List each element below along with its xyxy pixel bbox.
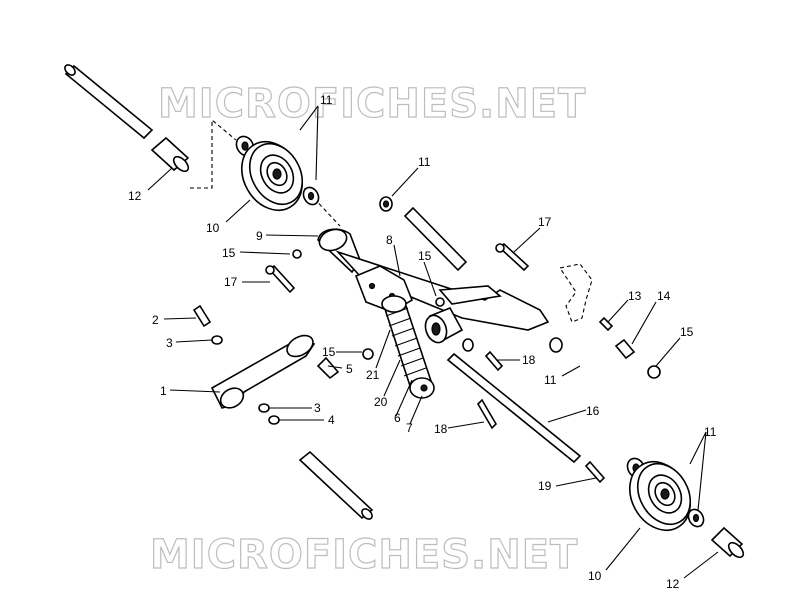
washer-3-bottom bbox=[258, 403, 270, 413]
leader-lines bbox=[147, 105, 719, 579]
callout-8: 8 bbox=[386, 233, 393, 247]
watermark-top: MICROFICHES.NET bbox=[158, 81, 586, 127]
nut-right bbox=[647, 365, 661, 379]
spacer-5 bbox=[316, 356, 340, 380]
spacer-lower bbox=[710, 526, 745, 559]
callout-18: 18 bbox=[434, 422, 448, 436]
idler-wheel-lower bbox=[629, 461, 692, 531]
callout-15: 15 bbox=[680, 325, 694, 339]
callout-9: 9 bbox=[256, 229, 263, 243]
callout-6: 6 bbox=[394, 411, 401, 425]
front-arm bbox=[210, 334, 316, 409]
optional-bracket bbox=[559, 263, 593, 323]
callout-3: 3 bbox=[166, 336, 173, 350]
callout-2: 2 bbox=[152, 313, 159, 327]
callout-10: 10 bbox=[206, 221, 220, 235]
callout-15: 15 bbox=[418, 249, 432, 263]
callout-17: 17 bbox=[538, 215, 552, 229]
bushing-left bbox=[462, 338, 474, 352]
callout-15: 15 bbox=[322, 345, 336, 359]
callout-13: 13 bbox=[628, 289, 642, 303]
callout-12: 12 bbox=[128, 189, 142, 203]
callout-11: 11 bbox=[704, 425, 717, 439]
watermark-bottom: MICROFICHES.NET bbox=[150, 532, 578, 578]
shock-absorber bbox=[381, 295, 435, 399]
callout-1: 1 bbox=[160, 384, 167, 398]
cross-shaft bbox=[403, 206, 468, 272]
callout-12: 12 bbox=[666, 577, 680, 591]
nut-4 bbox=[268, 415, 280, 425]
callout-16: 16 bbox=[586, 404, 600, 418]
pin bbox=[598, 316, 614, 332]
callout-17: 17 bbox=[224, 275, 238, 289]
callout-11: 11 bbox=[418, 155, 431, 169]
lower-shaft bbox=[446, 352, 582, 464]
callout-21: 21 bbox=[366, 368, 380, 382]
callout-11: 11 bbox=[544, 373, 557, 387]
front-shaft bbox=[298, 450, 374, 520]
callout-7: 7 bbox=[406, 421, 413, 435]
bolt-18-lower bbox=[476, 398, 498, 430]
washer-hole bbox=[241, 141, 249, 151]
bushing-right bbox=[549, 337, 563, 353]
callout-4: 4 bbox=[328, 413, 335, 427]
washer-hole bbox=[307, 191, 315, 201]
nut-15-c bbox=[362, 348, 374, 360]
callout-18: 18 bbox=[522, 353, 536, 367]
callout-15: 15 bbox=[222, 246, 236, 260]
callout-labels: 11 12 10 11 9 15 17 8 15 17 13 14 15 2 3… bbox=[128, 93, 717, 591]
washer-hole bbox=[382, 200, 390, 208]
callout-3: 3 bbox=[314, 401, 321, 415]
washer-hole bbox=[692, 513, 700, 523]
callout-5: 5 bbox=[346, 362, 353, 376]
spacer-upper bbox=[150, 136, 190, 173]
callout-19: 19 bbox=[538, 479, 552, 493]
idler-wheel-upper bbox=[241, 141, 304, 211]
bolt-19 bbox=[584, 460, 606, 484]
spacer-right bbox=[614, 338, 636, 360]
pivot-sleeve bbox=[424, 306, 464, 344]
upper-axle-shaft bbox=[64, 64, 154, 140]
callout-10: 10 bbox=[588, 569, 602, 583]
bolt-2 bbox=[192, 304, 212, 328]
callout-20: 20 bbox=[374, 395, 388, 409]
callout-14: 14 bbox=[657, 289, 671, 303]
callout-11: 11 bbox=[320, 93, 333, 107]
nut-15-a bbox=[292, 249, 302, 259]
bolt-18-upper bbox=[484, 350, 504, 372]
nut-15-b bbox=[435, 297, 445, 307]
washer-3-top bbox=[211, 335, 223, 345]
